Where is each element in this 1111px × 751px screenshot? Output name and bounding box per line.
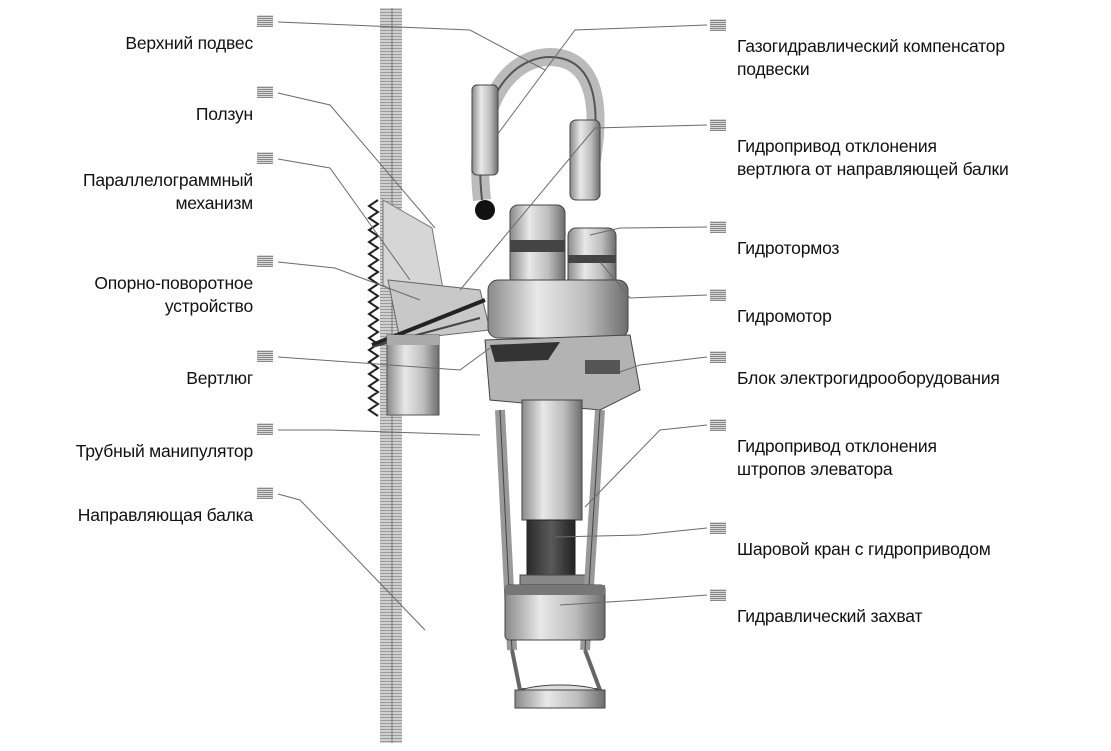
legend-swatch [710, 289, 726, 301]
label-hydro-brake: Гидротормоз [737, 214, 839, 283]
grip-body [504, 584, 606, 641]
electrohydraulic-block [484, 334, 641, 411]
label-swivel-tilt-drive: Гидропривод отклонения вертлюга от напра… [737, 112, 1009, 204]
label-text: Гидравлический захват [737, 606, 923, 626]
legend-swatch [710, 589, 726, 601]
label-text: Трубный манипулятор [75, 441, 254, 461]
label-text: Гидропривод отклонения штропов элеватора [737, 436, 937, 479]
legend-swatch [257, 423, 273, 435]
legend-swatch [710, 419, 726, 431]
label-text: Газогидравлический компенсатор подвески [737, 36, 1005, 79]
label-text: Гидротормоз [737, 238, 840, 258]
legend-swatch [710, 351, 726, 363]
label-text: Направляющая балка [77, 505, 253, 525]
slider-assembly [371, 199, 491, 348]
elevator [510, 649, 606, 709]
label-gas-compensator: Газогидравлический компенсатор подвески [737, 12, 1005, 104]
label-pipe-manipulator: Трубный манипулятор [75, 417, 254, 486]
label-ball-valve: Шаровой кран с гидроприводом [737, 515, 991, 584]
leader-lines [277, 21, 708, 631]
legend-swatch [257, 255, 273, 267]
label-electrohydraulic-unit: Блок электрогидрооборудования [737, 344, 1000, 413]
label-slewing-device: Опорно-поворотное устройство [94, 249, 253, 341]
label-text: Блок электрогидрооборудования [737, 368, 1000, 388]
legend-swatch [257, 15, 273, 27]
label-text: Ползун [195, 104, 253, 124]
legend-swatch [710, 221, 726, 233]
legend-swatch [710, 119, 726, 131]
label-text: Опорно-поворотное устройство [94, 273, 253, 316]
label-slider: Ползун [196, 80, 253, 149]
label-text: Гидропривод отклонения вертлюга от напра… [737, 136, 1009, 179]
label-text: Шаровой кран с гидроприводом [737, 539, 991, 559]
label-text: Верхний подвес [125, 33, 253, 53]
legend-swatch [257, 86, 273, 98]
legend-swatch [710, 19, 726, 31]
motor-housing [487, 204, 629, 339]
label-hydraulic-grip: Гидравлический захват [737, 582, 922, 651]
label-hydro-motor: Гидромотор [737, 282, 832, 351]
label-text: Гидромотор [737, 306, 832, 326]
label-text: Вертлюг [186, 368, 253, 388]
label-link-tilt-drive: Гидропривод отклонения штропов элеватора [737, 412, 937, 504]
legend-swatch [257, 152, 273, 164]
label-parallelogram: Параллелограммный механизм [83, 146, 253, 238]
label-upper-suspension: Верхний подвес [125, 9, 253, 78]
legend-swatch [257, 487, 273, 499]
label-swivel: Вертлюг [186, 344, 253, 413]
label-text: Параллелограммный механизм [82, 170, 253, 213]
legend-swatch [257, 350, 273, 362]
compensator-bail [471, 48, 605, 220]
label-guide-beam: Направляющая балка [78, 481, 253, 550]
swivel-housing [386, 334, 440, 416]
legend-swatch [710, 522, 726, 534]
